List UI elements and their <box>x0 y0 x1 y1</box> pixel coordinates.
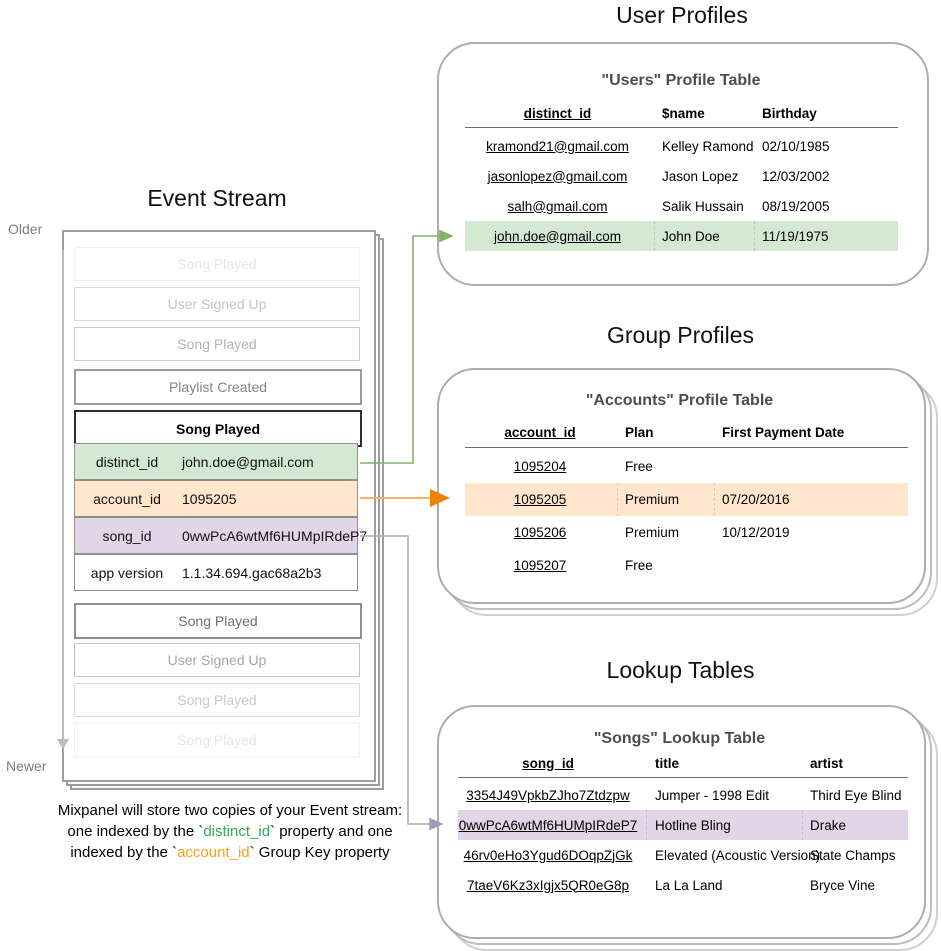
songs-col-title: title <box>655 755 680 771</box>
songs-table-header: song_id title artist <box>458 751 908 775</box>
older-label: Older <box>8 221 43 237</box>
users-header-rule <box>465 127 898 128</box>
users-col-distinct-id: distinct_id <box>523 105 592 121</box>
event-box-faded: User Signed Up <box>74 643 360 677</box>
accounts-header-rule <box>465 447 908 448</box>
event-prop-key: app version <box>90 564 164 581</box>
event-box-faded: Song Played <box>74 683 360 717</box>
event-stream-title: Event Stream <box>147 185 287 211</box>
user-profiles-title: User Profiles <box>616 2 748 28</box>
songs-col-artist: artist <box>810 755 844 771</box>
table-row: 1095207 Free <box>513 558 653 573</box>
newer-label: Newer <box>6 758 47 774</box>
table-row: 3354J49VpkbZJho7Ztdzpw Jumper - 1998 Edi… <box>466 787 902 803</box>
table-row-highlighted-orange: 1095205 Premium 07/20/2016 <box>465 483 908 516</box>
caption-line1: Mixpanel will store two copies of your E… <box>57 802 403 819</box>
caption-account-id: account_id <box>177 844 250 861</box>
event-prop-account-id: account_id 1095205 <box>74 480 358 517</box>
table-row: kramond21@gmail.com Kelley Ramond 02/10/… <box>486 138 830 154</box>
caption-distinct-id: distinct_id <box>203 823 271 840</box>
songs-col-song-id: song_id <box>522 755 574 771</box>
users-table-header: distinct_id $name Birthday <box>465 99 898 127</box>
event-box-faded: Song Played <box>74 327 360 361</box>
users-table-title: "Users" Profile Table <box>601 72 761 89</box>
expanded-event-title: Song Played <box>74 410 362 447</box>
event-prop-distinct-id: distinct_id john.doe@gmail.com <box>74 443 358 480</box>
table-row-highlighted-purple: 0wwPcA6wtMf6HUMpIRdeP7 Hotline Bling Dra… <box>458 810 908 840</box>
table-row: 46rv0eHo3Ygud6DOqpZjGk Elevated (Acousti… <box>463 847 896 863</box>
event-prop-value: 1095205 <box>182 490 237 507</box>
event-box-faded: User Signed Up <box>74 287 360 321</box>
table-row: salh@gmail.com Salik Hussain 08/19/2005 <box>507 198 830 214</box>
event-box-faded: Song Played <box>74 723 360 757</box>
accounts-col-plan: Plan <box>625 424 654 440</box>
event-prop-key: account_id <box>93 490 161 507</box>
songs-header-rule <box>458 777 908 778</box>
table-row: 1095204 Free <box>513 459 653 474</box>
group-profiles-title: Group Profiles <box>606 322 754 348</box>
event-box-faded: Song Played <box>74 247 360 281</box>
lookup-tables-title: Lookup Tables <box>606 657 755 683</box>
caption: Mixpanel will store two copies of your E… <box>57 802 403 861</box>
event-prop-value: john.doe@gmail.com <box>182 453 314 470</box>
accounts-col-first-payment: First Payment Date <box>722 424 845 440</box>
table-row: 1095206 Premium 10/12/2019 <box>513 525 790 540</box>
accounts-table-title: "Accounts" Profile Table <box>585 392 774 409</box>
event-box: Playlist Created <box>74 369 362 405</box>
event-prop-value: 0wwPcA6wtMf6HUMpIRdeP7 <box>182 527 368 544</box>
table-row-highlighted-green: john.doe@gmail.com John Doe 11/19/1975 <box>465 221 898 251</box>
users-col-birthday: Birthday <box>762 105 817 121</box>
table-row: jasonlopez@gmail.com Jason Lopez 12/03/2… <box>487 168 830 184</box>
event-prop-song-id: song_id 0wwPcA6wtMf6HUMpIRdeP7 <box>74 517 367 554</box>
event-prop-app-version: app version 1.1.34.694.gac68a2b3 <box>74 554 358 591</box>
accounts-table-header: account_id Plan First Payment Date <box>465 418 908 446</box>
users-col-name: $name <box>662 105 705 121</box>
event-prop-key: song_id <box>102 527 152 544</box>
event-box: Song Played <box>74 603 362 639</box>
event-prop-key: distinct_id <box>95 453 159 470</box>
songs-table-title: "Songs" Lookup Table <box>593 730 766 747</box>
table-row: 7taeV6Kz3xIgjx5QR0eG8p La La Land Bryce … <box>466 877 876 893</box>
accounts-col-account-id: account_id <box>504 424 576 440</box>
event-prop-value: 1.1.34.694.gac68a2b3 <box>182 564 322 581</box>
